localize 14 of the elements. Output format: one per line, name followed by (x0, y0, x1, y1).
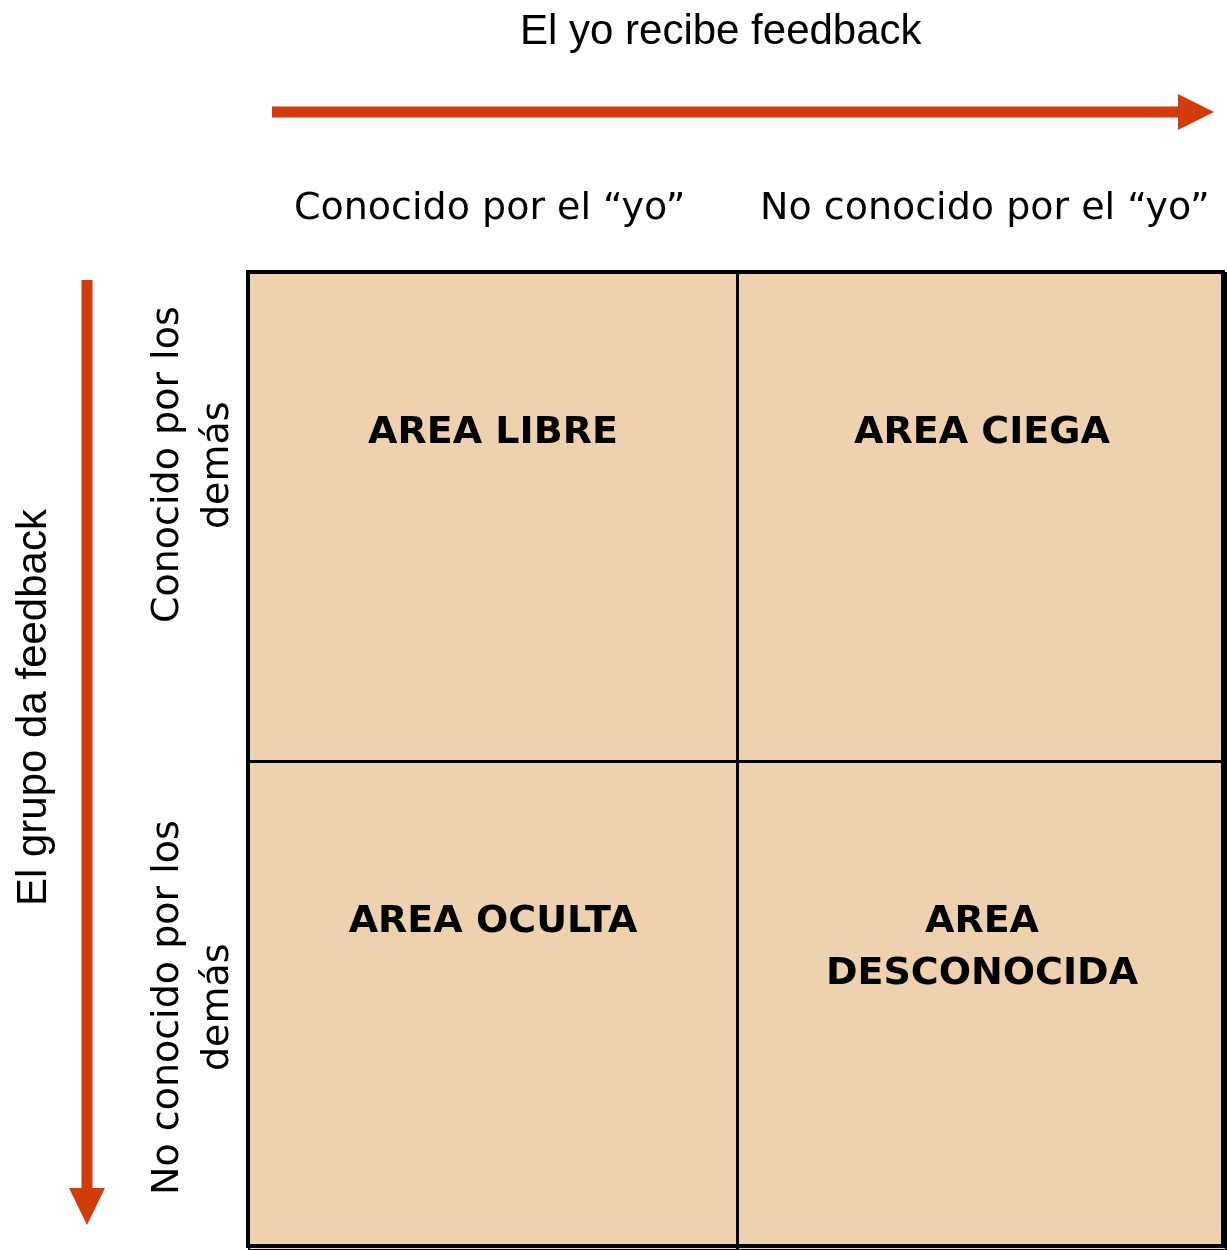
quadrant-cell (248, 272, 738, 762)
axis-title: El yo recibe feedback (520, 6, 922, 54)
axis-title: El grupo da feedback (8, 508, 56, 908)
quadrant-cell (248, 761, 738, 1250)
quadrant-title: AREA OCULTA (347, 896, 639, 943)
column-header: Conocido por el “yo” (294, 184, 686, 228)
quadrant-title: AREA CIEGA (853, 407, 1111, 454)
quadrant-cell (737, 761, 1227, 1250)
column-header: No conocido por el “yo” (760, 184, 1210, 228)
row-header: No conocido por los demás (142, 819, 238, 1197)
quadrant-cell (737, 272, 1227, 762)
quadrant-title: AREA DESCONOCIDA (824, 896, 1140, 995)
quadrant-title: AREA LIBRE (367, 407, 619, 454)
row-header: Conocido por los demás (142, 305, 238, 626)
